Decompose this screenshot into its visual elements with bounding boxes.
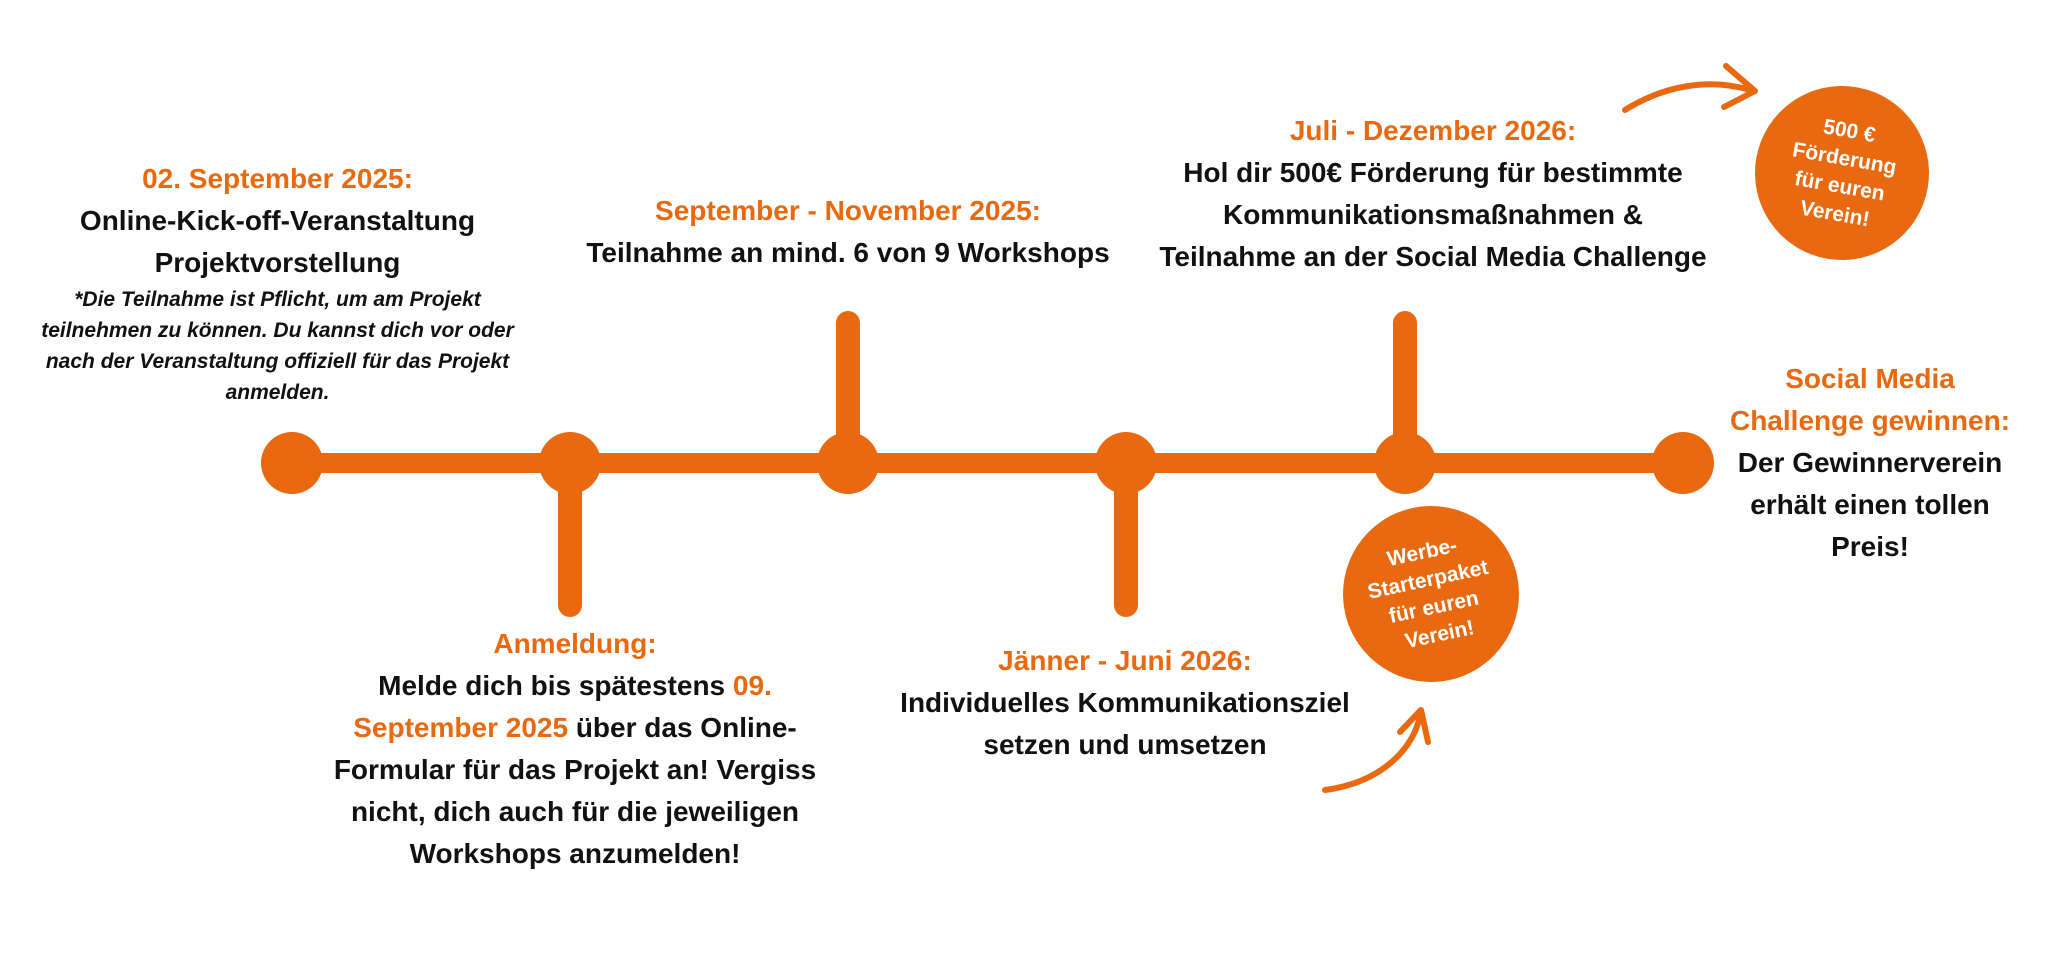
milestone-6-date: Social Media	[1785, 363, 1955, 394]
milestone-2-line: September 2025 über das Online-	[320, 707, 830, 749]
milestone-6-date: Challenge gewinnen:	[1729, 405, 2011, 436]
milestone-2-text: über das Online-	[568, 712, 797, 743]
milestone-2: Anmeldung: Melde dich bis spätestens 09.…	[320, 623, 830, 875]
milestone-5-line: Teilnahme an der Social Media Challenge	[1159, 241, 1707, 272]
timeline-node-2	[539, 432, 601, 494]
milestone-3-line: Teilnahme an mind. 6 von 9 Workshops	[586, 237, 1110, 268]
milestone-4-line: setzen und umsetzen	[983, 729, 1267, 760]
milestone-6: Social Media Challenge gewinnen: Der Gew…	[1715, 358, 2025, 568]
timeline-node-1	[261, 432, 323, 494]
note-line: *Die Teilnahme ist Pflicht, um am Projek…	[74, 288, 481, 311]
milestone-6-line: Der Gewinnerverein	[1737, 447, 2003, 478]
milestone-2-line: Formular für das Projekt an! Vergiss	[333, 754, 817, 785]
milestone-6-line: Preis!	[1831, 531, 1909, 562]
arrow-to-foerderung-icon	[1622, 63, 1758, 113]
milestone-2-deadline: September 2025	[353, 712, 569, 743]
arrow-to-werbe-icon	[1322, 707, 1431, 793]
milestone-4-line: Individuelles Kommunikationsziel	[900, 687, 1350, 718]
milestone-2-deadline: 09.	[732, 670, 772, 701]
milestone-6-line: erhält einen tollen	[1750, 489, 1990, 520]
milestone-5: Juli - Dezember 2026: Hol dir 500€ Förde…	[1128, 110, 1738, 278]
milestone-5-line: Kommunikationsmaßnahmen &	[1222, 199, 1644, 230]
milestone-2-text: Melde dich bis spätestens	[378, 670, 733, 701]
milestone-1-line: Projektvorstellung	[154, 247, 401, 278]
milestone-1-note: *Die Teilnahme ist Pflicht, um am Projek…	[30, 284, 525, 408]
milestone-2-line: Melde dich bis spätestens 09.	[320, 665, 830, 707]
milestone-1: 02. September 2025: Online-Kick-off-Vera…	[30, 158, 525, 408]
timeline-node-5	[1374, 432, 1436, 494]
milestone-5-date: Juli - Dezember 2026:	[1289, 115, 1577, 146]
milestone-2-date: Anmeldung:	[493, 628, 657, 659]
milestone-3: September - November 2025: Teilnahme an …	[578, 190, 1118, 274]
milestone-3-date: September - November 2025:	[655, 195, 1041, 226]
milestone-2-line: nicht, dich auch für die jeweiligen	[350, 796, 800, 827]
milestone-1-date: 02. September 2025:	[142, 163, 413, 194]
milestone-4: Jänner - Juni 2026: Individuelles Kommun…	[880, 640, 1370, 766]
note-line: anmelden.	[225, 381, 330, 404]
note-line: teilnehmen zu können. Du kannst dich vor…	[41, 319, 514, 342]
timeline-node-3	[817, 432, 879, 494]
milestone-5-line: Hol dir 500€ Förderung für bestimmte	[1183, 157, 1683, 188]
milestone-1-line: Online-Kick-off-Veranstaltung	[79, 205, 476, 236]
note-line: nach der Veranstaltung offiziell für das…	[45, 350, 510, 373]
milestone-4-date: Jänner - Juni 2026:	[998, 645, 1252, 676]
timeline-node-6	[1652, 432, 1714, 494]
milestone-2-line: Workshops anzumelden!	[409, 838, 741, 869]
timeline-node-4	[1095, 432, 1157, 494]
